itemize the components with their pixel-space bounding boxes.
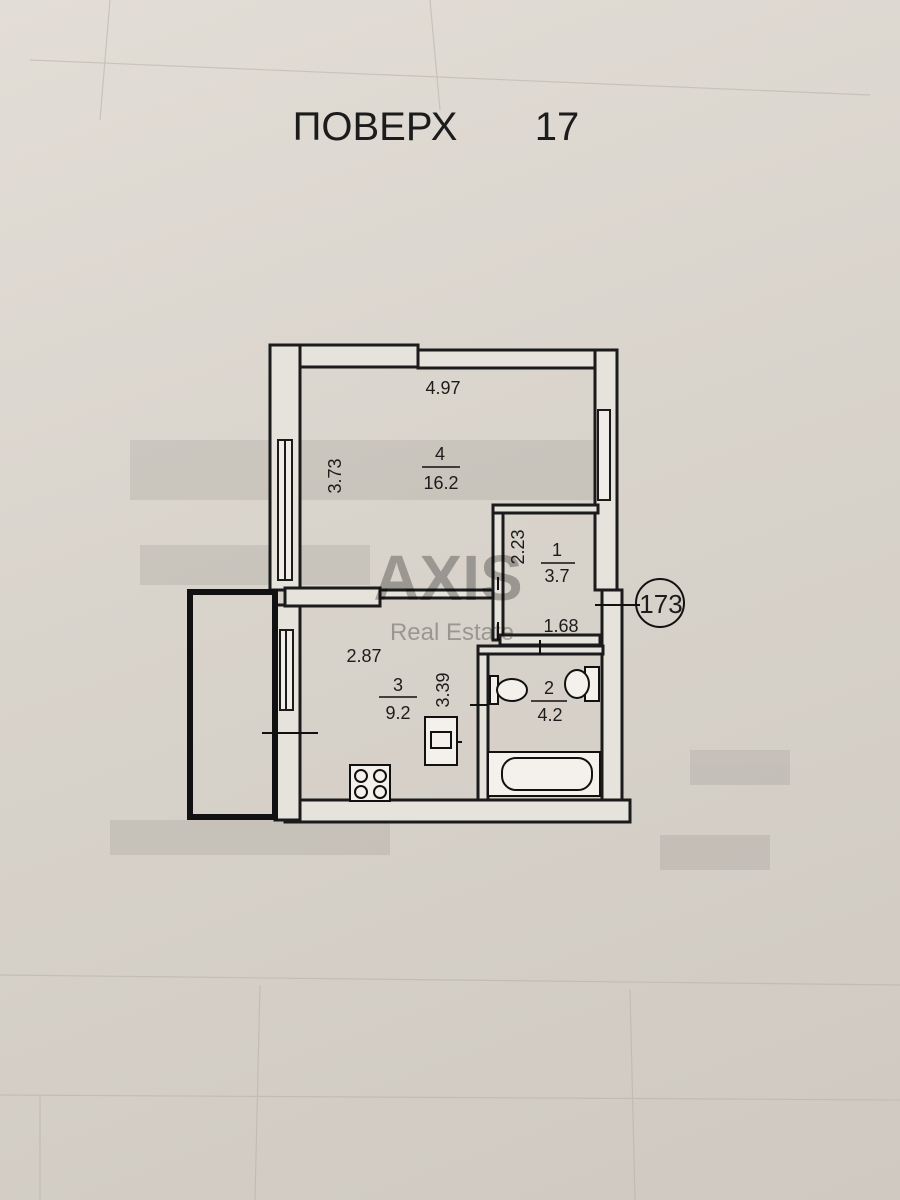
- balcony: [187, 589, 318, 820]
- room3-width: 2.87: [346, 646, 381, 666]
- kitchen-sink-icon: [424, 716, 462, 766]
- room3-depth: 3.39: [433, 672, 453, 707]
- wall-partition-room4-room3: [283, 586, 382, 608]
- room4-number: 4: [435, 444, 445, 464]
- floor-number: 17: [535, 105, 580, 149]
- room1-area: 3.7: [544, 566, 569, 586]
- apartment-number-circle: [635, 578, 685, 628]
- room4-area: 16.2: [423, 473, 458, 493]
- window-right: [597, 409, 611, 501]
- room4-width: 4.97: [425, 378, 460, 398]
- ghost-text: [110, 440, 790, 870]
- room4-depth: 3.73: [325, 458, 345, 493]
- room2-width: 1.68: [543, 616, 578, 636]
- toilet-icon: [489, 675, 528, 705]
- watermark-sub: Real Estate: [390, 619, 514, 646]
- wall-right-lower: [600, 588, 624, 802]
- wall-room2-left: [476, 646, 490, 802]
- room3-number: 3: [393, 675, 403, 695]
- balcony-outline: [187, 589, 278, 820]
- door-ticks: [470, 577, 541, 706]
- room2-number: 2: [544, 678, 554, 698]
- room1-depth: 2.23: [508, 529, 528, 564]
- wall-room1-top: [491, 503, 600, 515]
- floor-title: ПОВЕРХ: [293, 105, 458, 149]
- wall-room1-bottom: [498, 633, 602, 647]
- room3-area: 9.2: [385, 703, 410, 723]
- stove-icon: [349, 764, 391, 802]
- walls: [268, 343, 632, 824]
- bathtub-icon: [487, 751, 601, 797]
- washbasin-icon: [564, 666, 600, 702]
- room1-number: 1: [552, 540, 562, 560]
- room2-area: 4.2: [537, 705, 562, 725]
- wall-top-right: [416, 348, 610, 370]
- windows: [277, 409, 611, 711]
- watermark-brand: AXIS: [373, 542, 522, 614]
- apartment-number: 173: [639, 589, 682, 619]
- watermark: AXIS Real Estate: [373, 542, 522, 646]
- wall-bottom: [283, 798, 632, 824]
